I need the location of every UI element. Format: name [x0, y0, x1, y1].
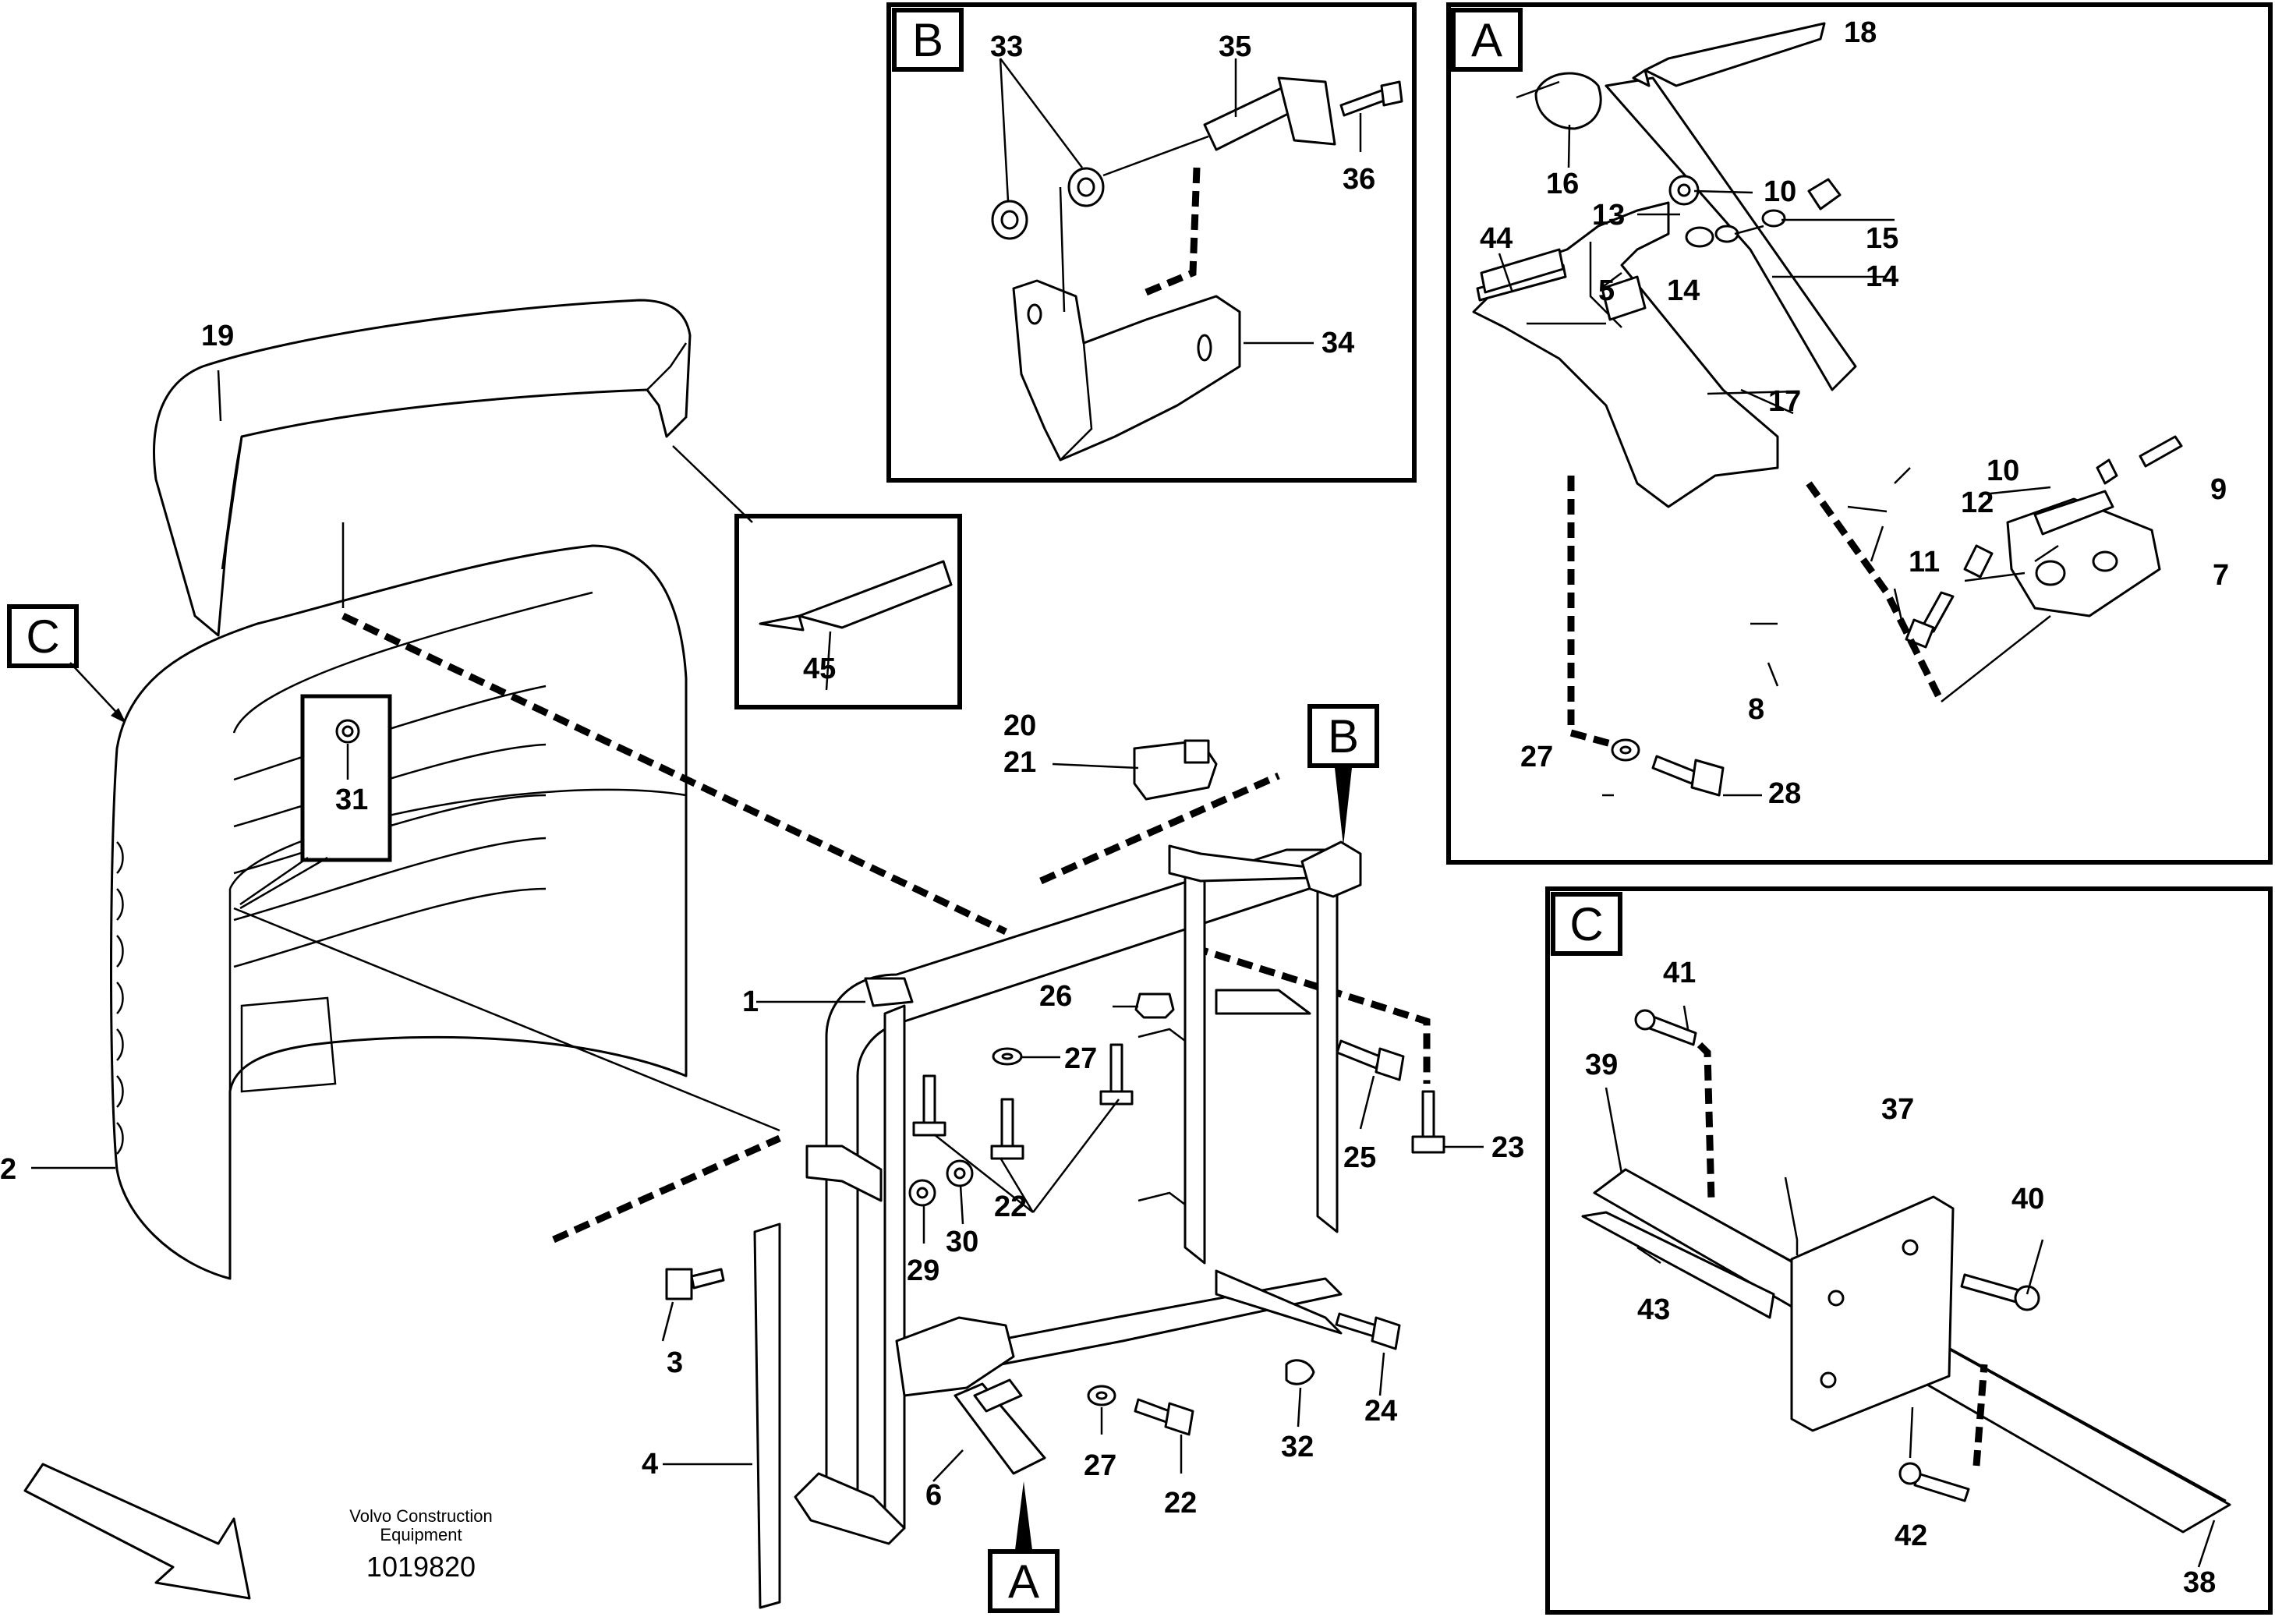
- callout-15: 15: [1866, 222, 1898, 255]
- support-frame-1: [794, 844, 1358, 1545]
- callout-29: 29: [907, 1254, 939, 1287]
- callout-33: 33: [990, 30, 1023, 63]
- callout-27a: 27: [1064, 1042, 1097, 1075]
- dash-hood-to-frame: [341, 612, 1007, 936]
- callout-9: 9: [2210, 473, 2227, 506]
- washer-bolt-27-22-bottom: [1087, 1385, 1194, 1436]
- callout-13: 13: [1592, 199, 1625, 232]
- callout-35: 35: [1219, 30, 1251, 63]
- detail-tag-b-corner: B: [892, 8, 964, 72]
- callout-28: 28: [1768, 777, 1801, 810]
- nut-26: [1134, 992, 1175, 1019]
- latch-assembly-6: [895, 1316, 1046, 1475]
- callout-18: 18: [1844, 16, 1877, 49]
- callout-2: 2: [0, 1153, 16, 1186]
- callout-27c: 27: [1520, 741, 1553, 773]
- washer-27-top: [992, 1047, 1023, 1066]
- strip-4: [753, 1222, 781, 1609]
- callout-7: 7: [2213, 559, 2229, 592]
- callout-19: 19: [201, 320, 234, 352]
- callout-36: 36: [1343, 163, 1375, 196]
- inset-rubber-buffer-31: [239, 694, 392, 910]
- callout-43: 43: [1637, 1293, 1670, 1326]
- bolt-24: [1335, 1312, 1401, 1350]
- callout-25: 25: [1343, 1141, 1376, 1174]
- callout-27b: 27: [1084, 1449, 1116, 1482]
- callout-6: 6: [925, 1479, 942, 1512]
- callout-38: 38: [2183, 1566, 2216, 1599]
- detail-tag-c-main: C: [7, 604, 126, 724]
- rubber-bumper-20-21: [1133, 739, 1218, 801]
- detail-tag-a-main: A: [988, 1481, 1060, 1613]
- leader-shell-edge: [233, 907, 780, 1132]
- callout-3: 3: [667, 1346, 683, 1379]
- callout-34: 34: [1321, 327, 1354, 359]
- callout-11: 11: [1909, 546, 1940, 578]
- direction-arrow-icon: [23, 1463, 251, 1600]
- callout-40: 40: [2011, 1183, 2044, 1215]
- detail-b-parts: [991, 76, 1403, 462]
- callout-12: 12: [1961, 486, 1994, 519]
- callout-22b: 22: [1164, 1487, 1197, 1520]
- bolt-3: [665, 1268, 725, 1300]
- svg-text:B: B: [912, 14, 943, 66]
- callout-5: 5: [1598, 274, 1615, 307]
- callout-14b: 14: [1667, 274, 1700, 307]
- callout-37: 37: [1881, 1093, 1914, 1126]
- caption-drawing-number: 1019820: [366, 1551, 476, 1583]
- detail-tag-a-corner: A: [1451, 8, 1523, 72]
- detail-tag-c-corner: C: [1551, 892, 1622, 956]
- callout-8: 8: [1748, 693, 1764, 726]
- callout-41: 41: [1663, 957, 1696, 989]
- cap-32: [1285, 1359, 1315, 1385]
- callout-16: 16: [1546, 168, 1579, 200]
- caption-brand-line2: Equipment: [380, 1525, 462, 1544]
- callout-45: 45: [803, 653, 836, 685]
- callout-20: 20: [1003, 709, 1036, 742]
- detail-tag-b-main: B: [1307, 704, 1379, 846]
- callout-44: 44: [1480, 222, 1513, 255]
- callout-26: 26: [1039, 980, 1072, 1013]
- hood-top-cover-19: [153, 299, 692, 637]
- hood-shell-2: [110, 522, 688, 1280]
- hinge-bracket-top-right: [1300, 840, 1362, 898]
- washers-29-30: [908, 1159, 974, 1207]
- callout-10b: 10: [1987, 455, 2019, 487]
- svg-text:C: C: [26, 610, 59, 663]
- callout-10a: 10: [1764, 175, 1796, 208]
- detail-frame-a: [1446, 2, 2273, 865]
- bolt-23: [1411, 1090, 1445, 1154]
- svg-text:B: B: [1328, 710, 1359, 762]
- caption-brand-line1: Volvo Construction: [349, 1506, 492, 1526]
- callout-31: 31: [335, 784, 368, 816]
- callout-32: 32: [1281, 1431, 1314, 1463]
- bolt-25: [1336, 1039, 1405, 1081]
- callout-23: 23: [1491, 1131, 1524, 1164]
- svg-text:A: A: [1471, 14, 1502, 66]
- detail-a-parts: [1472, 22, 2183, 797]
- callout-labels: 19 2 31 1 3 4 20 21 26 27 22 29 30 25 23…: [0, 16, 2229, 1599]
- callout-17: 17: [1768, 385, 1801, 418]
- callout-leaders: [31, 58, 2216, 1568]
- callout-39: 39: [1585, 1049, 1618, 1081]
- callout-14a: 14: [1866, 260, 1898, 293]
- dash-frame-to-bolt23: [1191, 943, 1431, 1084]
- callout-4: 4: [642, 1448, 658, 1481]
- callout-24: 24: [1364, 1395, 1397, 1428]
- grease-tube-45: [672, 445, 953, 632]
- bolts-22: [912, 1043, 1134, 1160]
- callout-30: 30: [946, 1226, 978, 1258]
- callout-21: 21: [1003, 746, 1036, 779]
- svg-text:A: A: [1008, 1555, 1039, 1608]
- svg-text:C: C: [1569, 898, 1603, 950]
- callout-42: 42: [1895, 1520, 1927, 1552]
- callout-1: 1: [742, 985, 759, 1018]
- callout-22a: 22: [994, 1191, 1027, 1223]
- dash-shell-to-bolt: [552, 1134, 781, 1244]
- dash-bumper-to-frame: [1039, 772, 1280, 885]
- detail-c-parts: [1581, 1009, 2231, 1534]
